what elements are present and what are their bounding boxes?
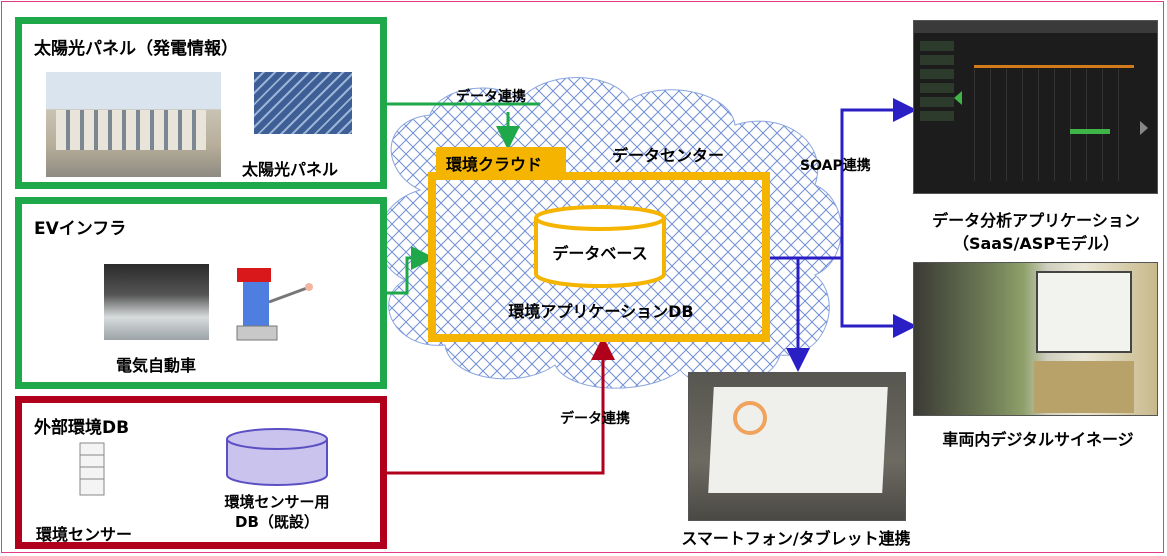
external-db-box: 外部環境DB 環境センサー 環境センサー用 DB（既設） (15, 396, 387, 549)
analysis-app-screenshot (913, 20, 1158, 194)
solar-box-title: 太陽光パネル（発電情報） (34, 39, 238, 59)
solar-panel-caption: 太陽光パネル (242, 160, 339, 179)
existing-db-icon (226, 428, 328, 486)
datacenter-label: データセンター (612, 146, 725, 165)
electric-car-caption: 電気自動車 (116, 356, 197, 375)
ev-box-title: EVインフラ (34, 219, 127, 239)
ev-infra-box: EVインフラ 電気自動車 (15, 197, 387, 389)
signage-caption: 車両内デジタルサイネージ (942, 430, 1134, 449)
sensor-caption: 環境センサー (36, 525, 133, 544)
analysis-app-caption-line2: （SaaS/ASPモデル） (952, 234, 1120, 253)
sensor-icon (79, 442, 105, 496)
data-link-top-label: データ連携 (456, 89, 526, 105)
electric-car-photo (104, 264, 209, 340)
env-cloud-tab-label: 環境クラウド (446, 155, 543, 174)
app-db-label: 環境アプリケーションDB (508, 302, 694, 321)
signage-photo (913, 262, 1158, 416)
solar-panel-box: 太陽光パネル（発電情報） 太陽光パネル (15, 17, 387, 189)
env-app-db-box: データベース 環境アプリケーションDB (428, 172, 770, 342)
external-box-title: 外部環境DB (34, 418, 130, 438)
solar-panel-photo (254, 72, 352, 134)
soap-link-label: SOAP連携 (800, 158, 871, 174)
tablet-photo (688, 372, 906, 521)
database-icon (534, 205, 666, 288)
school-building-photo (46, 72, 221, 177)
existing-db-caption-line1: 環境センサー用 (224, 493, 330, 511)
data-link-bottom-label: データ連携 (560, 411, 630, 427)
database-label: データベース (552, 244, 648, 263)
charger-icon (236, 268, 313, 341)
analysis-app-caption-line1: データ分析アプリケーション (932, 211, 1140, 230)
env-cloud-tab: 環境クラウド (436, 147, 566, 175)
existing-db-caption-line2: DB（既設） (235, 513, 319, 531)
smartphone-caption: スマートフォン/タブレット連携 (681, 529, 911, 548)
